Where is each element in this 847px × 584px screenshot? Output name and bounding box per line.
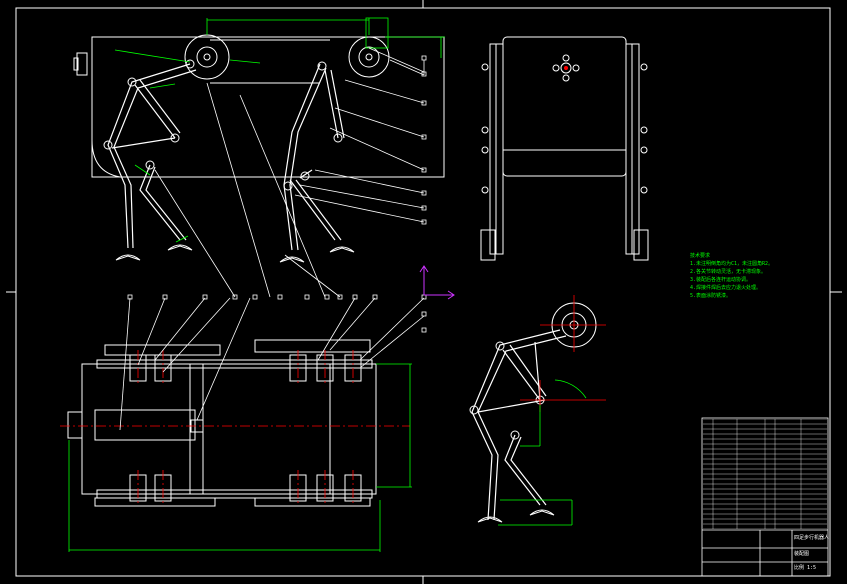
top-view-dimensions	[68, 363, 412, 552]
tech-note-line: 5.表面涂防锈漆。	[690, 293, 732, 299]
sheet-border	[6, 0, 842, 584]
front-view-dimensions	[114, 17, 445, 243]
side-view-center-mark	[564, 66, 568, 70]
leg-detail-view	[469, 302, 597, 523]
tech-notes: 技术要求 1.未注明倒角均为C1，未注圆角R2。 2.各关节转动灵活，无卡滞现象…	[690, 252, 773, 300]
tech-note-line: 3.装配后各连杆运动协调。	[690, 277, 752, 283]
top-view	[67, 339, 377, 507]
title-cell-name: 四足步行机器人	[794, 535, 830, 541]
leg-detail-centerlines	[520, 295, 606, 412]
tech-note-line: 4.焊接件焊后去应力退火处理。	[690, 285, 762, 291]
front-view	[73, 34, 445, 263]
top-view-centerlines	[60, 350, 410, 506]
ucs-icon	[419, 265, 455, 300]
parts-list-grid	[703, 418, 827, 530]
tech-notes-title: 技术要求	[690, 253, 711, 259]
top-view-leaders	[119, 297, 425, 431]
title-cell-drawing: 装配图	[794, 551, 810, 557]
parts-list-table	[703, 418, 827, 530]
balloon-markers	[127, 55, 427, 333]
title-cell-scale: 比例 1:5	[794, 565, 817, 571]
title-block	[701, 417, 829, 577]
tech-note-line: 1.未注明倒角均为C1，未注圆角R2。	[690, 261, 774, 267]
tech-note-line: 2.各关节转动灵活，无卡滞现象。	[690, 269, 767, 275]
front-view-leaders	[154, 47, 425, 298]
side-view	[480, 36, 649, 261]
leg-detail-dimensions	[498, 379, 587, 526]
